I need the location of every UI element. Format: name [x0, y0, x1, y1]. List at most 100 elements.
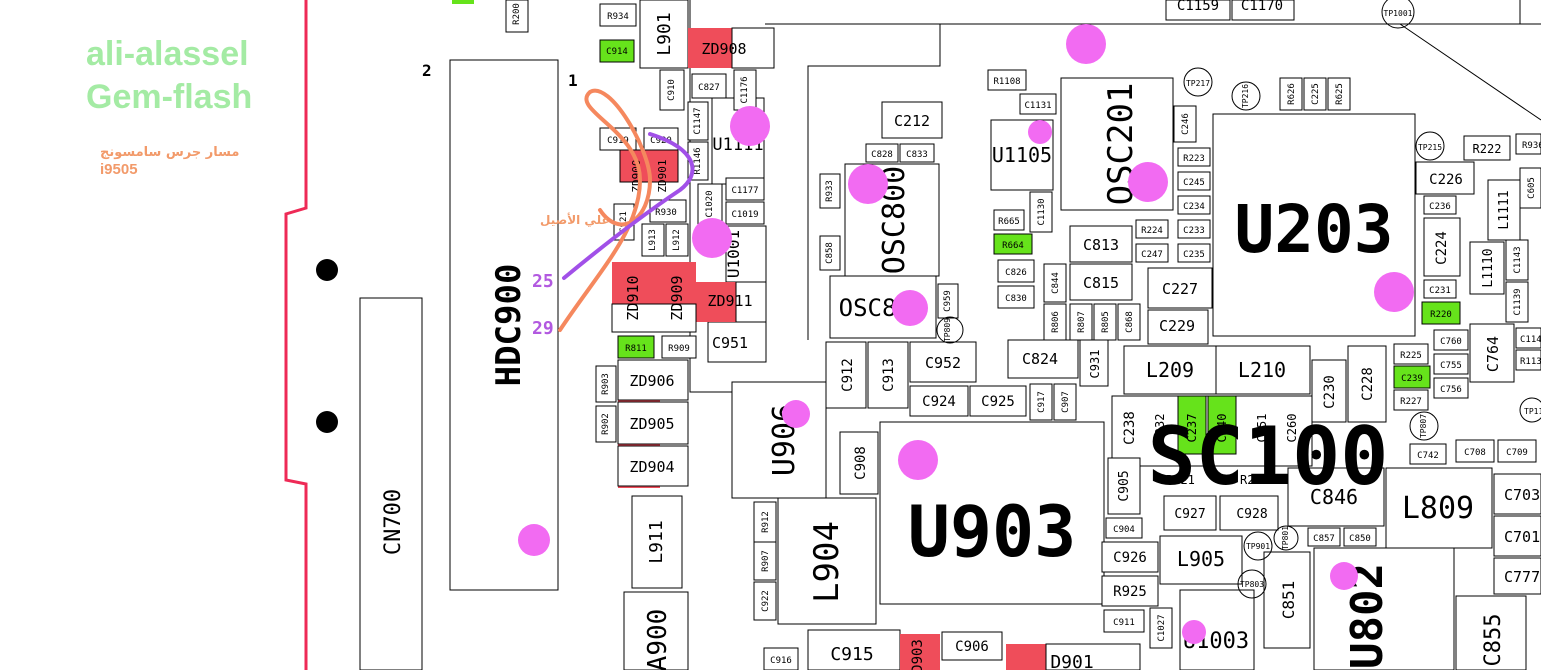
label-r1146: R1146 [693, 147, 703, 174]
label-c1139: C1139 [1513, 288, 1523, 315]
label-c114: C114 [1520, 335, 1541, 345]
label-r625: R625 [1335, 83, 1345, 105]
label-r912: R912 [761, 511, 771, 533]
label-c1147: C1147 [693, 107, 703, 134]
label-c815: C815 [1083, 274, 1119, 292]
label-c227: C227 [1162, 280, 1198, 298]
chip-l901 [639, 0, 689, 69]
label-zd905: ZD905 [629, 415, 674, 433]
label-c240: C240 [1215, 414, 1229, 443]
label-c245: C245 [1183, 178, 1205, 188]
label-r907: R907 [761, 550, 771, 572]
label-tp901: TP901 [1246, 542, 1270, 551]
label-c247: C247 [1141, 250, 1163, 260]
chip-c846 [1287, 467, 1385, 527]
label-c910: C910 [667, 79, 677, 101]
label-r201: R201 [1240, 473, 1269, 487]
watermark-line-1: ali-alassel [86, 35, 249, 73]
label-c907: C907 [1061, 391, 1071, 413]
label-c1019: C1019 [731, 210, 758, 220]
label-c830: C830 [1005, 294, 1027, 304]
label-r221: R221 [1166, 473, 1195, 487]
pin-marker-29: 29 [532, 318, 554, 339]
label-c1170: C1170 [1241, 0, 1283, 14]
label-sc100: SC100 [1148, 410, 1389, 503]
label-c857: C857 [1313, 534, 1335, 544]
label-zd901: ZD901 [656, 159, 669, 192]
label-c237: C237 [1185, 414, 1199, 443]
label-r1108: R1108 [993, 77, 1020, 87]
chip-l809 [1385, 467, 1493, 549]
label-r909: R909 [668, 344, 690, 354]
label-c922: C922 [761, 590, 771, 612]
label-r806: R806 [1051, 311, 1061, 333]
label-tp1001: TP1001 [1384, 9, 1413, 18]
chip-l904 [777, 497, 877, 625]
label-c952: C952 [925, 354, 961, 372]
label-zd910: ZD910 [624, 275, 642, 320]
watermark-line-2: Gem-flash [86, 78, 252, 116]
label-c1143: C1143 [1513, 246, 1523, 273]
label-r225: R225 [1400, 351, 1422, 361]
label-l912: L912 [672, 229, 682, 251]
label-c858: C858 [825, 242, 835, 264]
label-d901: D901 [1050, 652, 1093, 670]
label-c1020: C1020 [705, 190, 715, 217]
label-u903: U903 [908, 491, 1077, 573]
label-c925: C925 [981, 394, 1015, 410]
label-r805: R805 [1101, 311, 1111, 333]
label-c260: C260 [1285, 414, 1299, 443]
connector-hdc900 [449, 59, 559, 591]
chip-u1003 [1179, 589, 1255, 670]
label-a900: A900 [643, 609, 673, 670]
label-c851: C851 [1279, 581, 1298, 620]
label-c905: C905 [1117, 470, 1132, 501]
label-zd909: ZD909 [668, 275, 686, 320]
label-c233: C233 [1183, 226, 1205, 236]
label-c230: C230 [1322, 375, 1338, 409]
label-c919: C919 [607, 136, 629, 146]
label-r936: R936 [1522, 141, 1541, 151]
label-l809: L809 [1402, 491, 1474, 526]
green-part-c240 [1207, 395, 1237, 455]
label-l1110: L1110 [1481, 248, 1496, 287]
label-r220: R220 [1430, 310, 1452, 320]
label-c1177: C1177 [731, 186, 758, 196]
label-c915: C915 [830, 644, 873, 665]
label-c906: C906 [955, 639, 989, 655]
label-c1130: C1130 [1037, 198, 1047, 225]
green-part-c237 [1177, 395, 1207, 455]
label-u1105: U1105 [992, 143, 1052, 167]
label-d903: D903 [910, 639, 926, 670]
label-c1159: C1159 [1177, 0, 1219, 14]
label-c826: C826 [1005, 268, 1027, 278]
label-r227: R227 [1400, 397, 1422, 407]
label-c833: C833 [906, 150, 928, 160]
label-r664: R664 [1002, 241, 1024, 251]
region-outline-right [1399, 0, 1541, 121]
label-c234: C234 [1183, 202, 1205, 212]
trace-orange [558, 88, 653, 332]
label-c232: C232 [1153, 414, 1167, 443]
label-tp807: TP807 [1419, 414, 1428, 438]
label-u203: U203 [1235, 191, 1394, 268]
label-c236: C236 [1429, 202, 1451, 212]
red-diodes: ZD908 ZD900 ZD901 ZD910 ZD909 ZD911 ZD90… [611, 27, 1141, 670]
chip-l905 [1159, 535, 1243, 585]
label-tp801: TP801 [1281, 526, 1290, 550]
label-cn700: CN700 [381, 489, 406, 555]
label-r930: R930 [655, 208, 677, 218]
region-outline-top [765, 23, 1541, 340]
label-r626: R626 [1287, 83, 1297, 105]
label-c1027: C1027 [1157, 614, 1167, 641]
label-r811: R811 [625, 344, 647, 354]
label-r113: R113 [1520, 357, 1541, 367]
label-r200: R200 [512, 3, 522, 25]
label-tp215: TP215 [1418, 143, 1442, 152]
label-c755: C755 [1440, 361, 1462, 371]
label-tp217: TP217 [1186, 79, 1210, 88]
label-c911: C911 [1113, 618, 1135, 628]
mount-hole-2 [316, 411, 338, 433]
label-c959: C959 [943, 290, 953, 312]
